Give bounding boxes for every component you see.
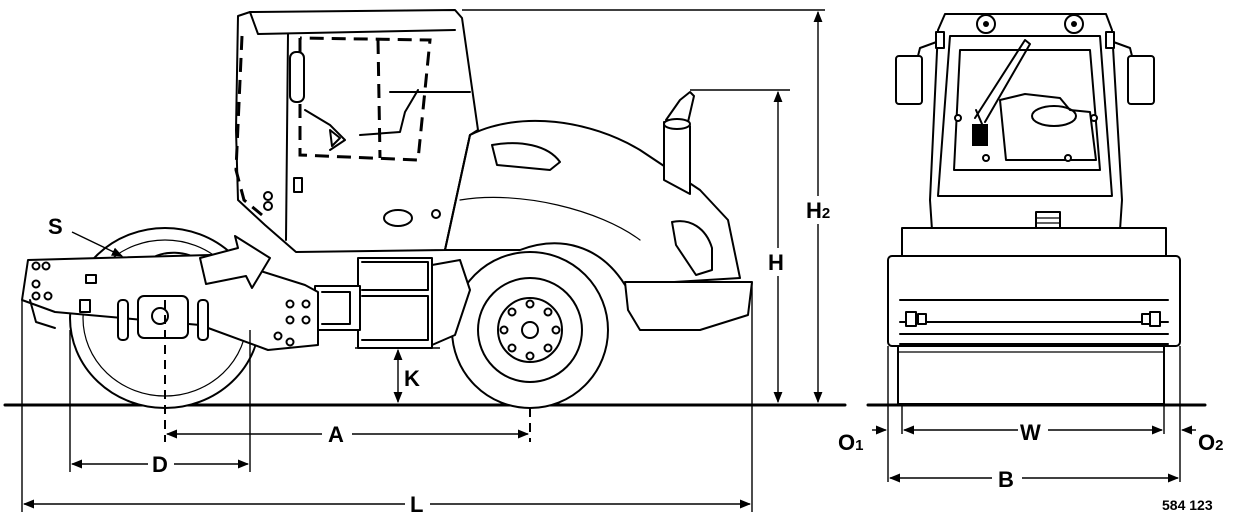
rear-bumper xyxy=(624,281,753,331)
center-frame xyxy=(314,257,471,349)
figure-code: 584 123 xyxy=(1162,497,1213,513)
cab xyxy=(234,9,479,253)
door-handle-icon xyxy=(383,209,413,227)
label-b: B xyxy=(998,467,1014,492)
label-w: W xyxy=(1020,420,1041,445)
left-mirror-icon xyxy=(895,31,945,105)
front-view: W B O1 O2 xyxy=(838,13,1223,492)
label-k: K xyxy=(404,366,420,391)
label-l: L xyxy=(410,492,423,513)
label-s: S xyxy=(48,214,63,239)
cab-front xyxy=(929,13,1123,231)
label-o2: O2 xyxy=(1198,430,1223,455)
rear-wheel xyxy=(451,251,609,409)
label-a: A xyxy=(328,422,344,447)
drum-front xyxy=(887,211,1181,405)
exhaust-stack xyxy=(663,91,695,195)
right-mirror-icon xyxy=(1105,31,1155,105)
front-yoke xyxy=(21,235,319,351)
label-d: D xyxy=(152,452,168,477)
label-o1: O1 xyxy=(838,430,863,455)
side-view: S K A D L H H2 xyxy=(3,9,847,513)
engine-hood xyxy=(444,119,741,286)
mirror-icon xyxy=(289,51,305,103)
label-h2: H2 xyxy=(806,198,830,223)
label-h: H xyxy=(768,250,784,275)
steering-wheel-icon xyxy=(1031,105,1077,127)
